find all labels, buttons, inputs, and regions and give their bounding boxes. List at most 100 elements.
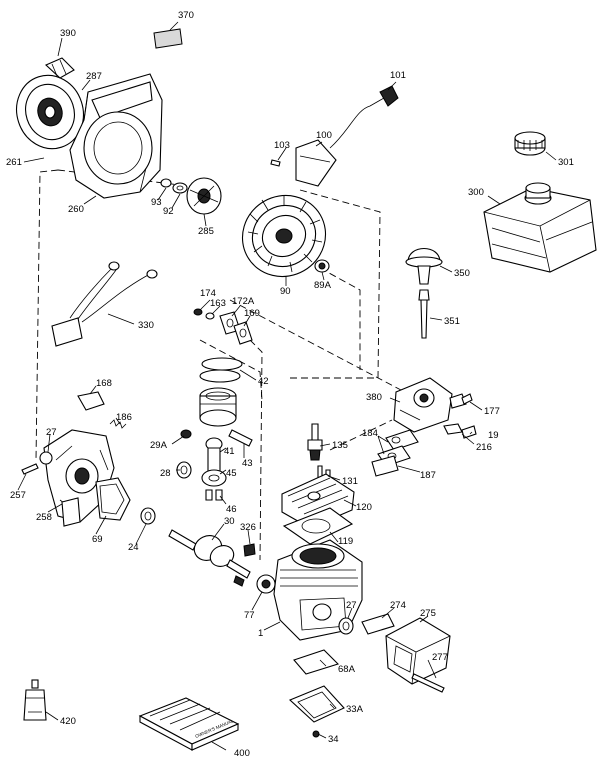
part-key-326 [243, 543, 256, 557]
part-blower-housing-260 [69, 73, 163, 199]
part-owners-manual-400: OWNER'S MANUAL [138, 697, 240, 751]
part-base-plate-33A [288, 685, 345, 723]
label-287: 287 [86, 71, 102, 82]
label-43: 43 [242, 458, 253, 469]
label-1: 1 [258, 628, 263, 639]
part-muffler-gasket-274 [361, 613, 395, 635]
part-bearing-24 [140, 507, 156, 525]
part-piston-pin-43 [228, 429, 253, 447]
part-recoil-starter-390 [16, 57, 84, 150]
leader-lines [17, 21, 557, 751]
part-washers-93-92 [160, 178, 188, 194]
label-274: 274 [390, 600, 406, 611]
label-77: 77 [244, 610, 255, 621]
label-400: 400 [234, 748, 250, 759]
label-258: 258 [36, 512, 52, 523]
label-68A: 68A [338, 664, 356, 675]
label-163: 163 [210, 298, 226, 309]
part-rod-screws-46 [205, 489, 223, 501]
label-285: 285 [198, 226, 214, 237]
part-ignition-module-100 [270, 85, 399, 187]
label-350: 350 [454, 268, 470, 279]
label-390: 390 [60, 28, 76, 39]
part-base-gasket-68A [293, 649, 340, 675]
part-bolts-174-163 [193, 308, 215, 320]
part-oil-bottle-420 [23, 679, 47, 721]
label-380: 380 [366, 392, 382, 403]
label-301: 301 [558, 157, 574, 168]
label-131: 131 [342, 476, 358, 487]
label-261: 261 [6, 157, 22, 168]
label-100: 100 [316, 130, 332, 141]
part-connecting-rod-45 [201, 437, 227, 487]
label-351: 351 [444, 316, 460, 327]
label-300: 300 [468, 187, 484, 198]
label-257: 257 [10, 490, 26, 501]
label-172A: 172A [232, 296, 255, 307]
label-260: 260 [68, 204, 84, 215]
label-69: 69 [92, 534, 103, 545]
label-29A: 29A [150, 440, 168, 451]
label-277: 277 [432, 652, 448, 663]
part-bolt-257 [21, 463, 39, 475]
part-spark-plug-135 [307, 423, 323, 461]
part-insulator-187 [371, 455, 399, 477]
label-41: 41 [224, 446, 235, 457]
label-177: 177 [484, 406, 500, 417]
label-19: 19 [488, 430, 499, 441]
label-370: 370 [178, 10, 194, 21]
part-crankshaft-30 [168, 529, 251, 587]
label-216: 216 [476, 442, 492, 453]
part-number-labels: 370 390 287 261 260 93 92 285 101 100 10… [6, 10, 574, 759]
label-30: 30 [224, 516, 235, 527]
label-169: 169 [244, 308, 260, 319]
part-decal-370 [153, 28, 183, 49]
part-parts-19-216 [443, 423, 477, 439]
label-24: 24 [128, 542, 139, 553]
label-187: 187 [420, 470, 436, 481]
part-muffler-bolt-277 [411, 673, 445, 693]
label-27-right: 27 [346, 600, 357, 611]
label-120: 120 [356, 502, 372, 513]
label-174: 174 [200, 288, 216, 299]
label-184: 184 [362, 428, 378, 439]
label-92: 92 [163, 206, 174, 217]
part-piston-41 [199, 387, 237, 427]
part-head-gasket-119 [282, 507, 354, 545]
label-33A: 33A [346, 704, 364, 715]
label-46: 46 [226, 504, 237, 515]
label-90: 90 [280, 286, 291, 297]
part-gasket-69 [95, 477, 131, 521]
part-seal-77 [256, 574, 276, 594]
label-326: 326 [240, 522, 256, 533]
label-27-left: 27 [46, 427, 57, 438]
label-135: 135 [332, 440, 348, 451]
part-piston-rings-42 [199, 357, 243, 383]
part-fuel-cap-301 [514, 131, 546, 156]
part-screw-34 [312, 730, 320, 738]
label-42: 42 [258, 376, 269, 387]
part-fuel-tank-300 [483, 182, 597, 273]
label-420: 420 [60, 716, 76, 727]
label-45: 45 [226, 468, 237, 479]
part-bracket-168 [77, 391, 105, 411]
label-330: 330 [138, 320, 154, 331]
part-flywheel-key-89A [314, 259, 330, 273]
label-101: 101 [390, 70, 406, 81]
part-seal-27-right [338, 617, 354, 635]
part-starter-cup-285 [186, 177, 222, 215]
part-gaskets-172A-169 [219, 311, 253, 345]
label-186: 186 [116, 412, 132, 423]
part-cylinder-block-1 [273, 539, 363, 641]
label-275: 275 [420, 608, 436, 619]
part-screw-177 [461, 393, 473, 405]
part-seal-27-left [39, 451, 53, 465]
part-primer-bulb-350 [405, 248, 443, 285]
label-34: 34 [328, 734, 339, 745]
label-168: 168 [96, 378, 112, 389]
part-muffler-275 [385, 617, 451, 685]
part-spring-186 [109, 419, 127, 429]
part-throttle-cable-330 [51, 261, 158, 347]
label-89A: 89A [314, 280, 332, 291]
